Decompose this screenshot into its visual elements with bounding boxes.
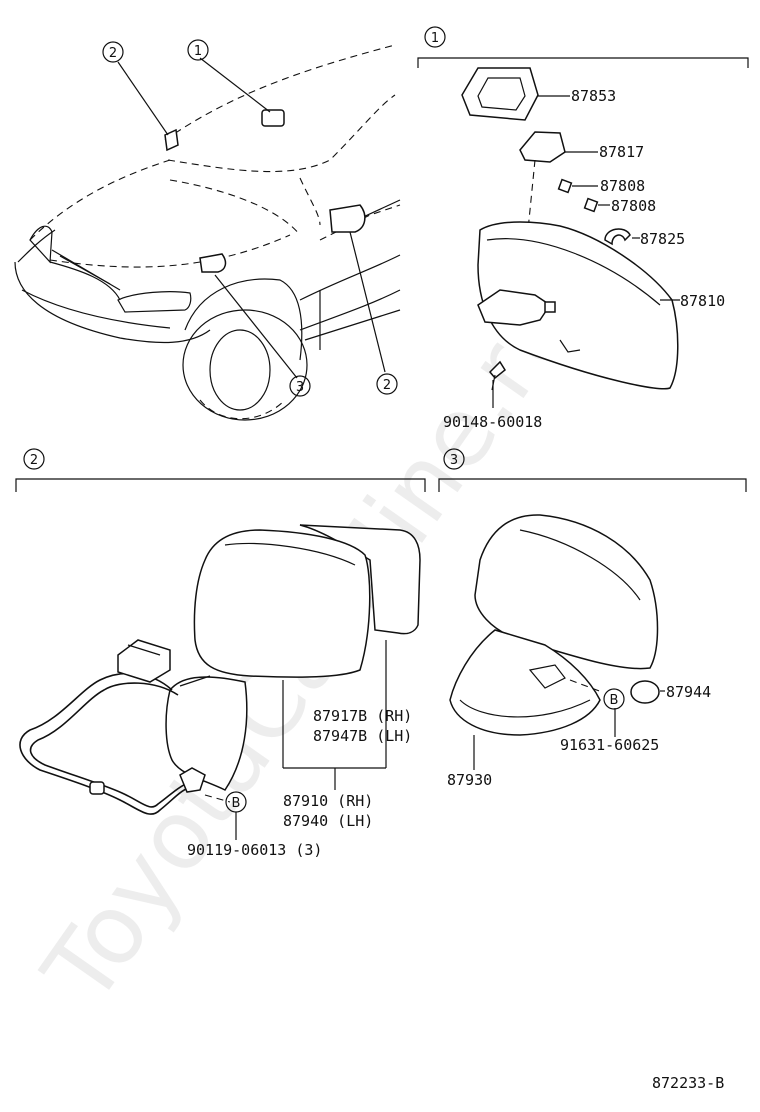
door-mirror-assembly [19,524,421,840]
svg-text:2: 2 [30,453,38,468]
section-2-header: 2 [15,448,426,492]
inner-mirror-assembly [461,67,680,408]
part-label-87917b: 87917B (RH) [313,707,412,725]
part-label-87825: 87825 [640,230,685,248]
svg-text:3: 3 [450,453,458,468]
part-label-87853: 87853 [571,87,616,105]
svg-text:1: 1 [194,44,202,59]
car-overview [14,44,401,421]
callout-2-car: 2 [102,41,124,63]
part-label-87944: 87944 [666,683,711,701]
part-label-87910: 87910 (RH) [283,792,373,810]
svg-text:1: 1 [431,31,439,46]
part-label-87808-a: 87808 [600,177,645,195]
fender-mirror-assembly [449,514,665,770]
callout-2-car-right: 2 [376,373,398,395]
callout-b-section3: B [603,688,625,710]
part-label-87940: 87940 (LH) [283,812,373,830]
diagram-id: 872233-B [652,1074,724,1092]
part-label-90119-06013: 90119-06013 (3) [187,841,322,859]
part-label-87947b: 87947B (LH) [313,727,412,745]
svg-text:3: 3 [296,380,304,395]
part-label-87810: 87810 [680,292,725,310]
part-label-87817: 87817 [599,143,644,161]
svg-text:2: 2 [383,378,391,393]
part-label-91631-60625: 91631-60625 [560,736,659,754]
svg-text:B: B [610,693,619,708]
callout-3-car: 3 [289,375,311,397]
svg-text:2: 2 [109,46,117,61]
part-label-87930: 87930 [447,771,492,789]
section-1-header: 1 [417,26,749,68]
callout-1-car: 1 [187,39,209,61]
part-label-87808-b: 87808 [611,197,656,215]
part-label-90148-60018: 90148-60018 [443,413,542,431]
section-3-header: 3 [438,448,747,492]
callout-b-section2: B [225,791,247,813]
svg-text:B: B [232,796,241,811]
